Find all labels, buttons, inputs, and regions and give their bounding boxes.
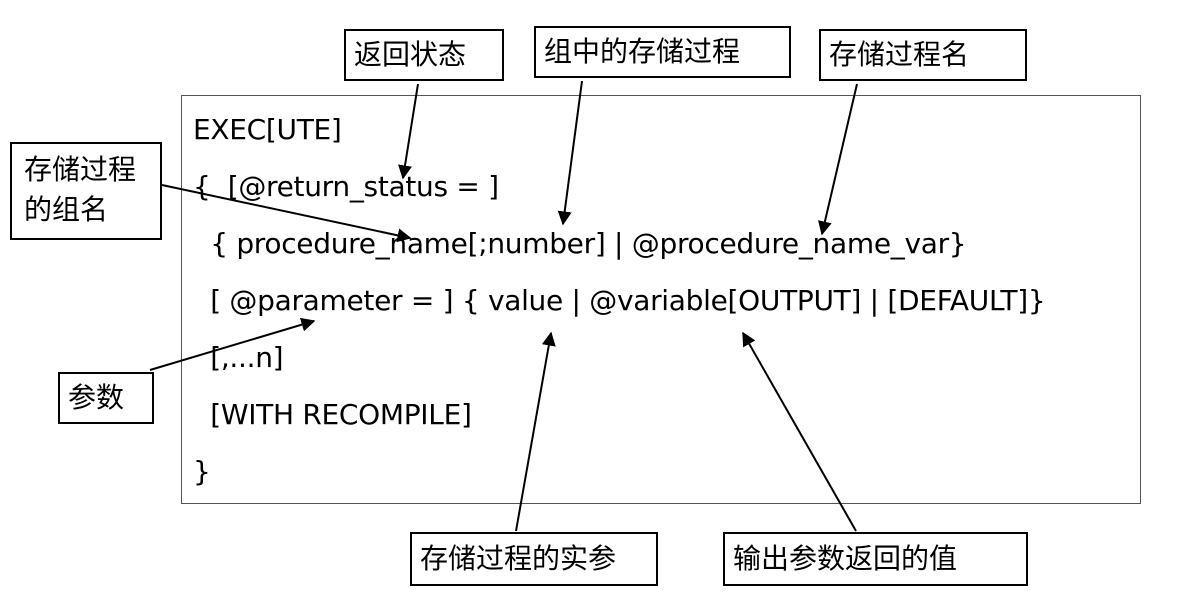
label-group-name: 存储过程的组名 — [10, 142, 162, 240]
code-line-close-brace: } — [193, 455, 211, 488]
label-proc-in-group: 组中的存储过程 — [534, 26, 791, 78]
syntax-box — [181, 95, 1141, 504]
label-actual-param: 存储过程的实参 — [410, 532, 658, 586]
code-line-recompile: [WITH RECOMPILE] — [193, 398, 472, 431]
code-line-parameter: [ @parameter = ] { value | @variable[OUT… — [193, 284, 1046, 317]
label-parameter: 参数 — [58, 372, 154, 424]
code-line-procedure-name: { procedure_name[;number] | @procedure_n… — [193, 227, 967, 260]
code-line-repeat: [,...n] — [193, 341, 284, 374]
code-line-return-status: { [@return_status = ] — [193, 170, 499, 203]
label-proc-name: 存储过程名 — [819, 29, 1027, 81]
code-line-exec: EXEC[UTE] — [193, 113, 342, 146]
label-output-value: 输出参数返回的值 — [723, 532, 1028, 586]
label-return-status: 返回状态 — [344, 29, 504, 81]
